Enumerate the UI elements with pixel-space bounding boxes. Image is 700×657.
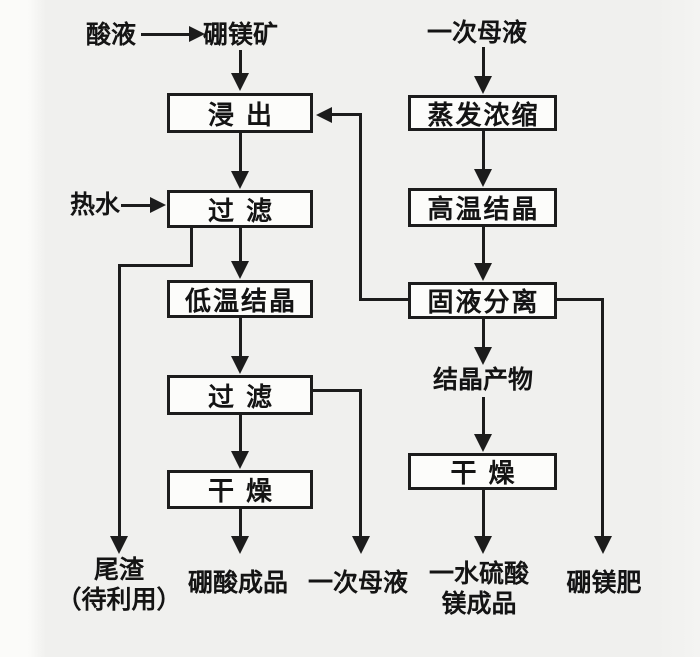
node-leach: 浸出 (167, 93, 313, 133)
node-filter-2-label: 过滤 (207, 382, 284, 412)
line-ore-to-leach (239, 50, 242, 74)
arrowhead-mliquor-to-evaporation-icon (474, 76, 492, 94)
arrowhead-filter2-to-dry-icon (231, 451, 249, 469)
node-drying-left-label: 干燥 (207, 477, 284, 506)
line-fertilizer-across (557, 298, 604, 301)
arrowhead-acid-to-ore-icon (189, 26, 205, 42)
arrowhead-highcryst-to-separation-icon (474, 263, 492, 281)
line-recycle-up (359, 113, 362, 301)
line-tailings-across (118, 264, 193, 267)
node-low-temp-crystallization-label: 低温结晶 (184, 286, 297, 316)
label-tailings-line1: 尾渣 (93, 557, 145, 584)
line-highcryst-to-separation (482, 227, 485, 263)
node-filter-1-label: 过滤 (207, 196, 284, 226)
line-filter2-to-dry (239, 415, 242, 451)
arrowhead-dry2-to-mgso4-icon (474, 536, 492, 554)
node-drying-right-label: 干燥 (450, 459, 527, 488)
line-dry-to-boric-acid (239, 509, 242, 536)
node-low-temp-crystallization: 低温结晶 (167, 280, 313, 318)
arrowhead-crystal-to-dry2-icon (474, 434, 492, 452)
arrowhead-evaporation-to-highcryst-icon (474, 169, 492, 187)
line-mother-liquor-out-down (359, 389, 362, 536)
label-tailings: 尾渣 （待利用） (56, 556, 181, 615)
label-primary-mother-liquor-input: 一次母液 (427, 20, 528, 47)
node-solid-liquid-separation: 固液分离 (408, 282, 557, 319)
line-tailings-drop (190, 228, 193, 267)
label-mgso4-product-line1: 一水硫酸 (428, 561, 530, 588)
node-evaporation-concentration: 蒸发浓缩 (408, 95, 557, 131)
label-boric-acid-product: 硼酸成品 (187, 570, 289, 597)
line-hot-water-to-filter1 (121, 204, 151, 207)
line-leach-to-filter1 (239, 133, 242, 171)
label-tailings-line2: （待利用） (56, 586, 182, 614)
line-acid-to-ore (141, 33, 190, 36)
node-evaporation-concentration-label: 蒸发浓缩 (427, 100, 540, 130)
line-tailings-down (118, 264, 121, 536)
label-primary-mother-liquor-output: 一次母液 (307, 570, 409, 597)
arrowhead-tailings-icon (110, 536, 128, 554)
arrowhead-separation-to-crystal-icon (474, 347, 492, 365)
node-filter-2: 过滤 (167, 375, 313, 415)
arrowhead-dry-to-boric-acid-icon (231, 536, 249, 554)
line-recycle-bottom (359, 298, 408, 301)
label-crystal-product: 结晶产物 (432, 367, 534, 394)
line-filter1-to-lowcryst (239, 228, 242, 261)
node-drying-right: 干燥 (408, 453, 557, 490)
node-drying-left: 干燥 (167, 470, 313, 509)
line-lowcryst-to-filter2 (239, 318, 242, 356)
node-filter-1: 过滤 (167, 190, 313, 228)
label-acid-input: 酸液 (86, 22, 137, 49)
label-mgso4-product: 一水硫酸 镁成品 (429, 560, 529, 619)
line-mliquor-to-evaporation (482, 47, 485, 76)
line-fertilizer-down (601, 298, 604, 536)
label-boron-magnesium-fertilizer: 硼镁肥 (566, 570, 642, 597)
node-solid-liquid-separation-label: 固液分离 (427, 288, 540, 317)
line-separation-to-crystal (482, 319, 485, 347)
line-recycle-top (331, 113, 361, 116)
arrowhead-mother-liquor-out-icon (352, 536, 370, 554)
arrowhead-hot-water-to-filter1-icon (150, 197, 166, 213)
line-crystal-to-dry2 (482, 397, 485, 434)
label-mgso4-product-line2: 镁成品 (441, 590, 517, 618)
arrowhead-recycle-to-leach-icon (316, 107, 332, 123)
label-hot-water: 热水 (70, 192, 121, 219)
arrowhead-lowcryst-to-filter2-icon (231, 356, 249, 374)
node-leach-label: 浸出 (207, 100, 284, 130)
arrowhead-filter1-to-lowcryst-icon (231, 261, 249, 279)
label-ore: 硼镁矿 (203, 22, 279, 49)
line-evaporation-to-highcryst (482, 131, 485, 169)
arrowhead-leach-to-filter1-icon (231, 171, 249, 189)
node-high-temp-crystallization: 高温结晶 (408, 188, 557, 227)
arrowhead-fertilizer-icon (594, 536, 612, 554)
line-mother-liquor-out-across (313, 389, 362, 392)
line-dry2-to-mgso4 (482, 490, 485, 536)
node-high-temp-crystallization-label: 高温结晶 (427, 195, 540, 224)
arrowhead-ore-to-leach-icon (231, 73, 249, 91)
